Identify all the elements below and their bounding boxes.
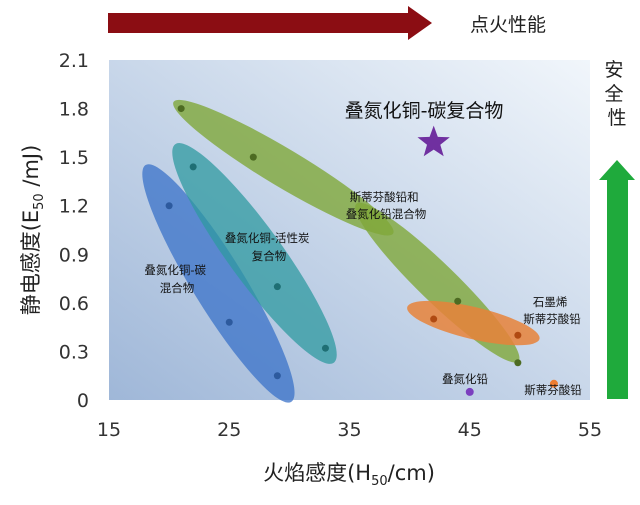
- y-tick-label: 0.3: [59, 341, 89, 363]
- y-tick-label: 2.1: [59, 50, 89, 72]
- lead-azide-label: 叠氮化铅: [442, 372, 488, 386]
- data-point-group4: [514, 331, 522, 339]
- ellipse-cuazide-carbon-mixture: [142, 164, 295, 403]
- y-axis-label: 静电感度(E50 /mJ): [19, 145, 47, 316]
- group2-label: 叠氮化铜-活性炭 复合物: [225, 231, 313, 263]
- data-point-group3: [454, 297, 462, 305]
- x-tick-label: 35: [337, 419, 361, 441]
- ellipse-graphene-lead-styphnate: [407, 300, 540, 346]
- ellipse-lead-styphnate-upper: [173, 99, 394, 236]
- data-point-lead_azide: [465, 387, 474, 396]
- y-axis-ticks: 0 0.3 0.6 0.9 1.2 1.5 1.8 2.1: [59, 50, 89, 412]
- data-point-group1: [225, 318, 233, 326]
- x-tick-label: 45: [458, 419, 482, 441]
- y-tick-label: 0: [77, 390, 89, 412]
- ignition-performance-arrow: [108, 6, 432, 40]
- data-point-group2: [273, 283, 281, 291]
- data-point-group2: [189, 163, 197, 171]
- star-marker: [417, 125, 450, 157]
- x-axis-label: 火焰感度(H50/cm): [263, 461, 435, 489]
- data-point-group3: [177, 105, 185, 113]
- group1-label: 叠氮化铜-碳 混合物: [144, 263, 209, 295]
- data-point-group3: [249, 153, 257, 161]
- x-tick-label: 15: [97, 419, 121, 441]
- safety-arrow: [599, 160, 635, 399]
- data-point-lead_styphnate: [549, 379, 558, 388]
- lead-styphnate-label: 斯蒂芬酸铅: [524, 383, 582, 397]
- ignition-performance-label: 点火性能: [470, 14, 546, 36]
- star-label: 叠氮化铜-碳复合物: [345, 100, 504, 122]
- y-tick-label: 0.6: [59, 293, 89, 315]
- group4-label: 石墨烯 斯蒂芬酸铅: [523, 295, 581, 326]
- y-tick-label: 0.9: [59, 244, 89, 266]
- y-tick-label: 1.8: [59, 99, 89, 121]
- y-tick-label: 1.2: [59, 196, 89, 218]
- data-point-group3: [514, 359, 522, 367]
- x-tick-label: 55: [578, 419, 602, 441]
- x-axis-ticks: 15 25 35 45 55: [97, 419, 602, 441]
- y-tick-label: 1.5: [59, 147, 89, 169]
- group3-label: 斯蒂芬酸铅和 叠氮化铅混合物: [346, 190, 427, 221]
- x-tick-label: 25: [217, 419, 241, 441]
- ellipse-cuazide-activated-carbon-composite: [172, 143, 337, 364]
- safety-label: 安 全 性: [604, 59, 629, 129]
- data-points: [165, 105, 558, 396]
- data-point-group1: [273, 372, 281, 380]
- data-point-group2: [321, 344, 329, 352]
- data-point-group1: [165, 202, 173, 210]
- data-point-group4: [430, 315, 438, 323]
